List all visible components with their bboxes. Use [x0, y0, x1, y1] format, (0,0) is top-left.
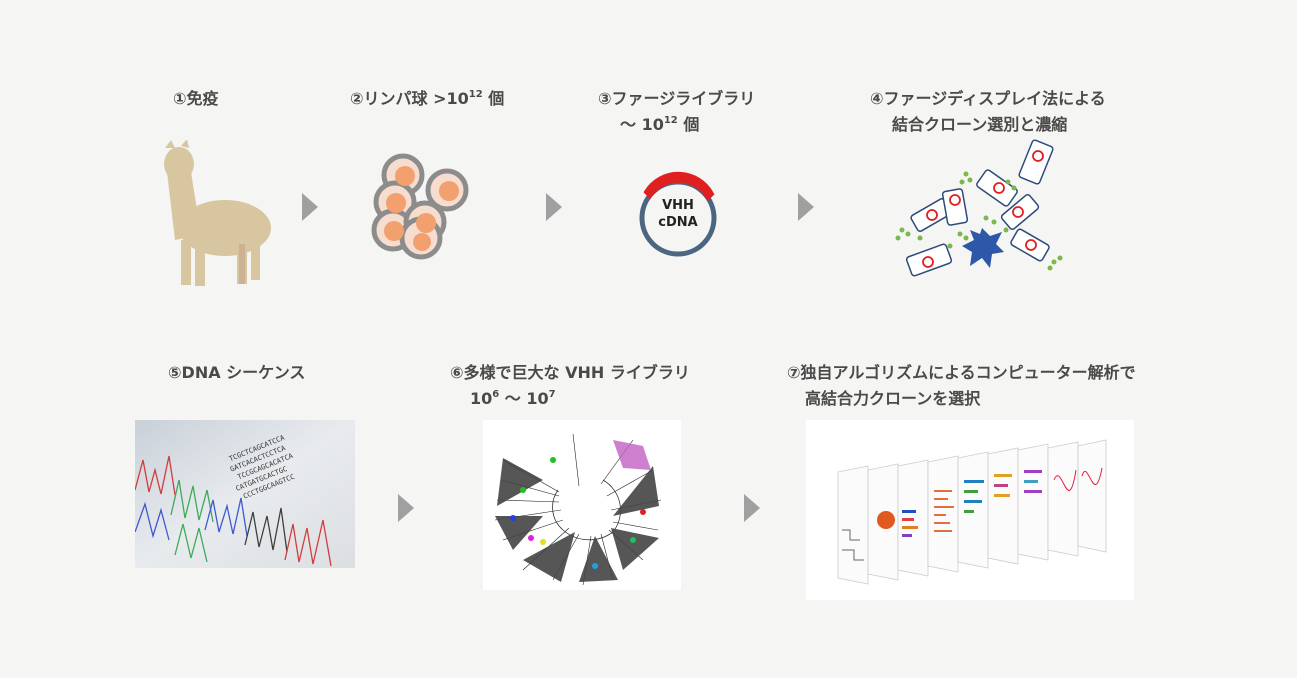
step-3-label: ③ファージライブラリ ～ 1012 個: [598, 89, 756, 134]
step-7-label: ⑦独自アルゴリズムによるコンピューター解析で 高結合力クローンを選択: [787, 363, 1136, 408]
step-4-label: ④ファージディスプレイ法による 結合クローン選別と濃縮: [870, 89, 1106, 134]
step-1-label: ①免疫: [173, 89, 219, 108]
arrow-1-2: [302, 193, 318, 221]
alpaca-illustration: [164, 140, 271, 286]
phage-library-plasmid: [639, 171, 717, 257]
lymphocytes-illustration: [371, 153, 469, 260]
step-6-label: ⑥多様で巨大な VHH ライブラリ 106 ～ 107: [450, 363, 690, 408]
arrow-3-4: [798, 193, 814, 221]
arrow-5-6: [398, 494, 414, 522]
computer-analysis-image: [806, 420, 1134, 600]
step-2-label: ②リンパ球 >1012 個: [350, 89, 505, 108]
phage-display-illustration: [895, 139, 1063, 277]
step-5-label: ⑤DNA シーケンス: [168, 363, 306, 382]
arrow-2-3: [546, 193, 562, 221]
dna-sequence-image: TCGCTCAGCATCCA GATCACACTCCTCA TCCGCAGCAC…: [135, 420, 355, 568]
plasmid-label: VHH cDNA: [658, 198, 698, 230]
arrow-6-7: [744, 494, 760, 522]
phylogenetic-tree-image: [483, 420, 681, 590]
